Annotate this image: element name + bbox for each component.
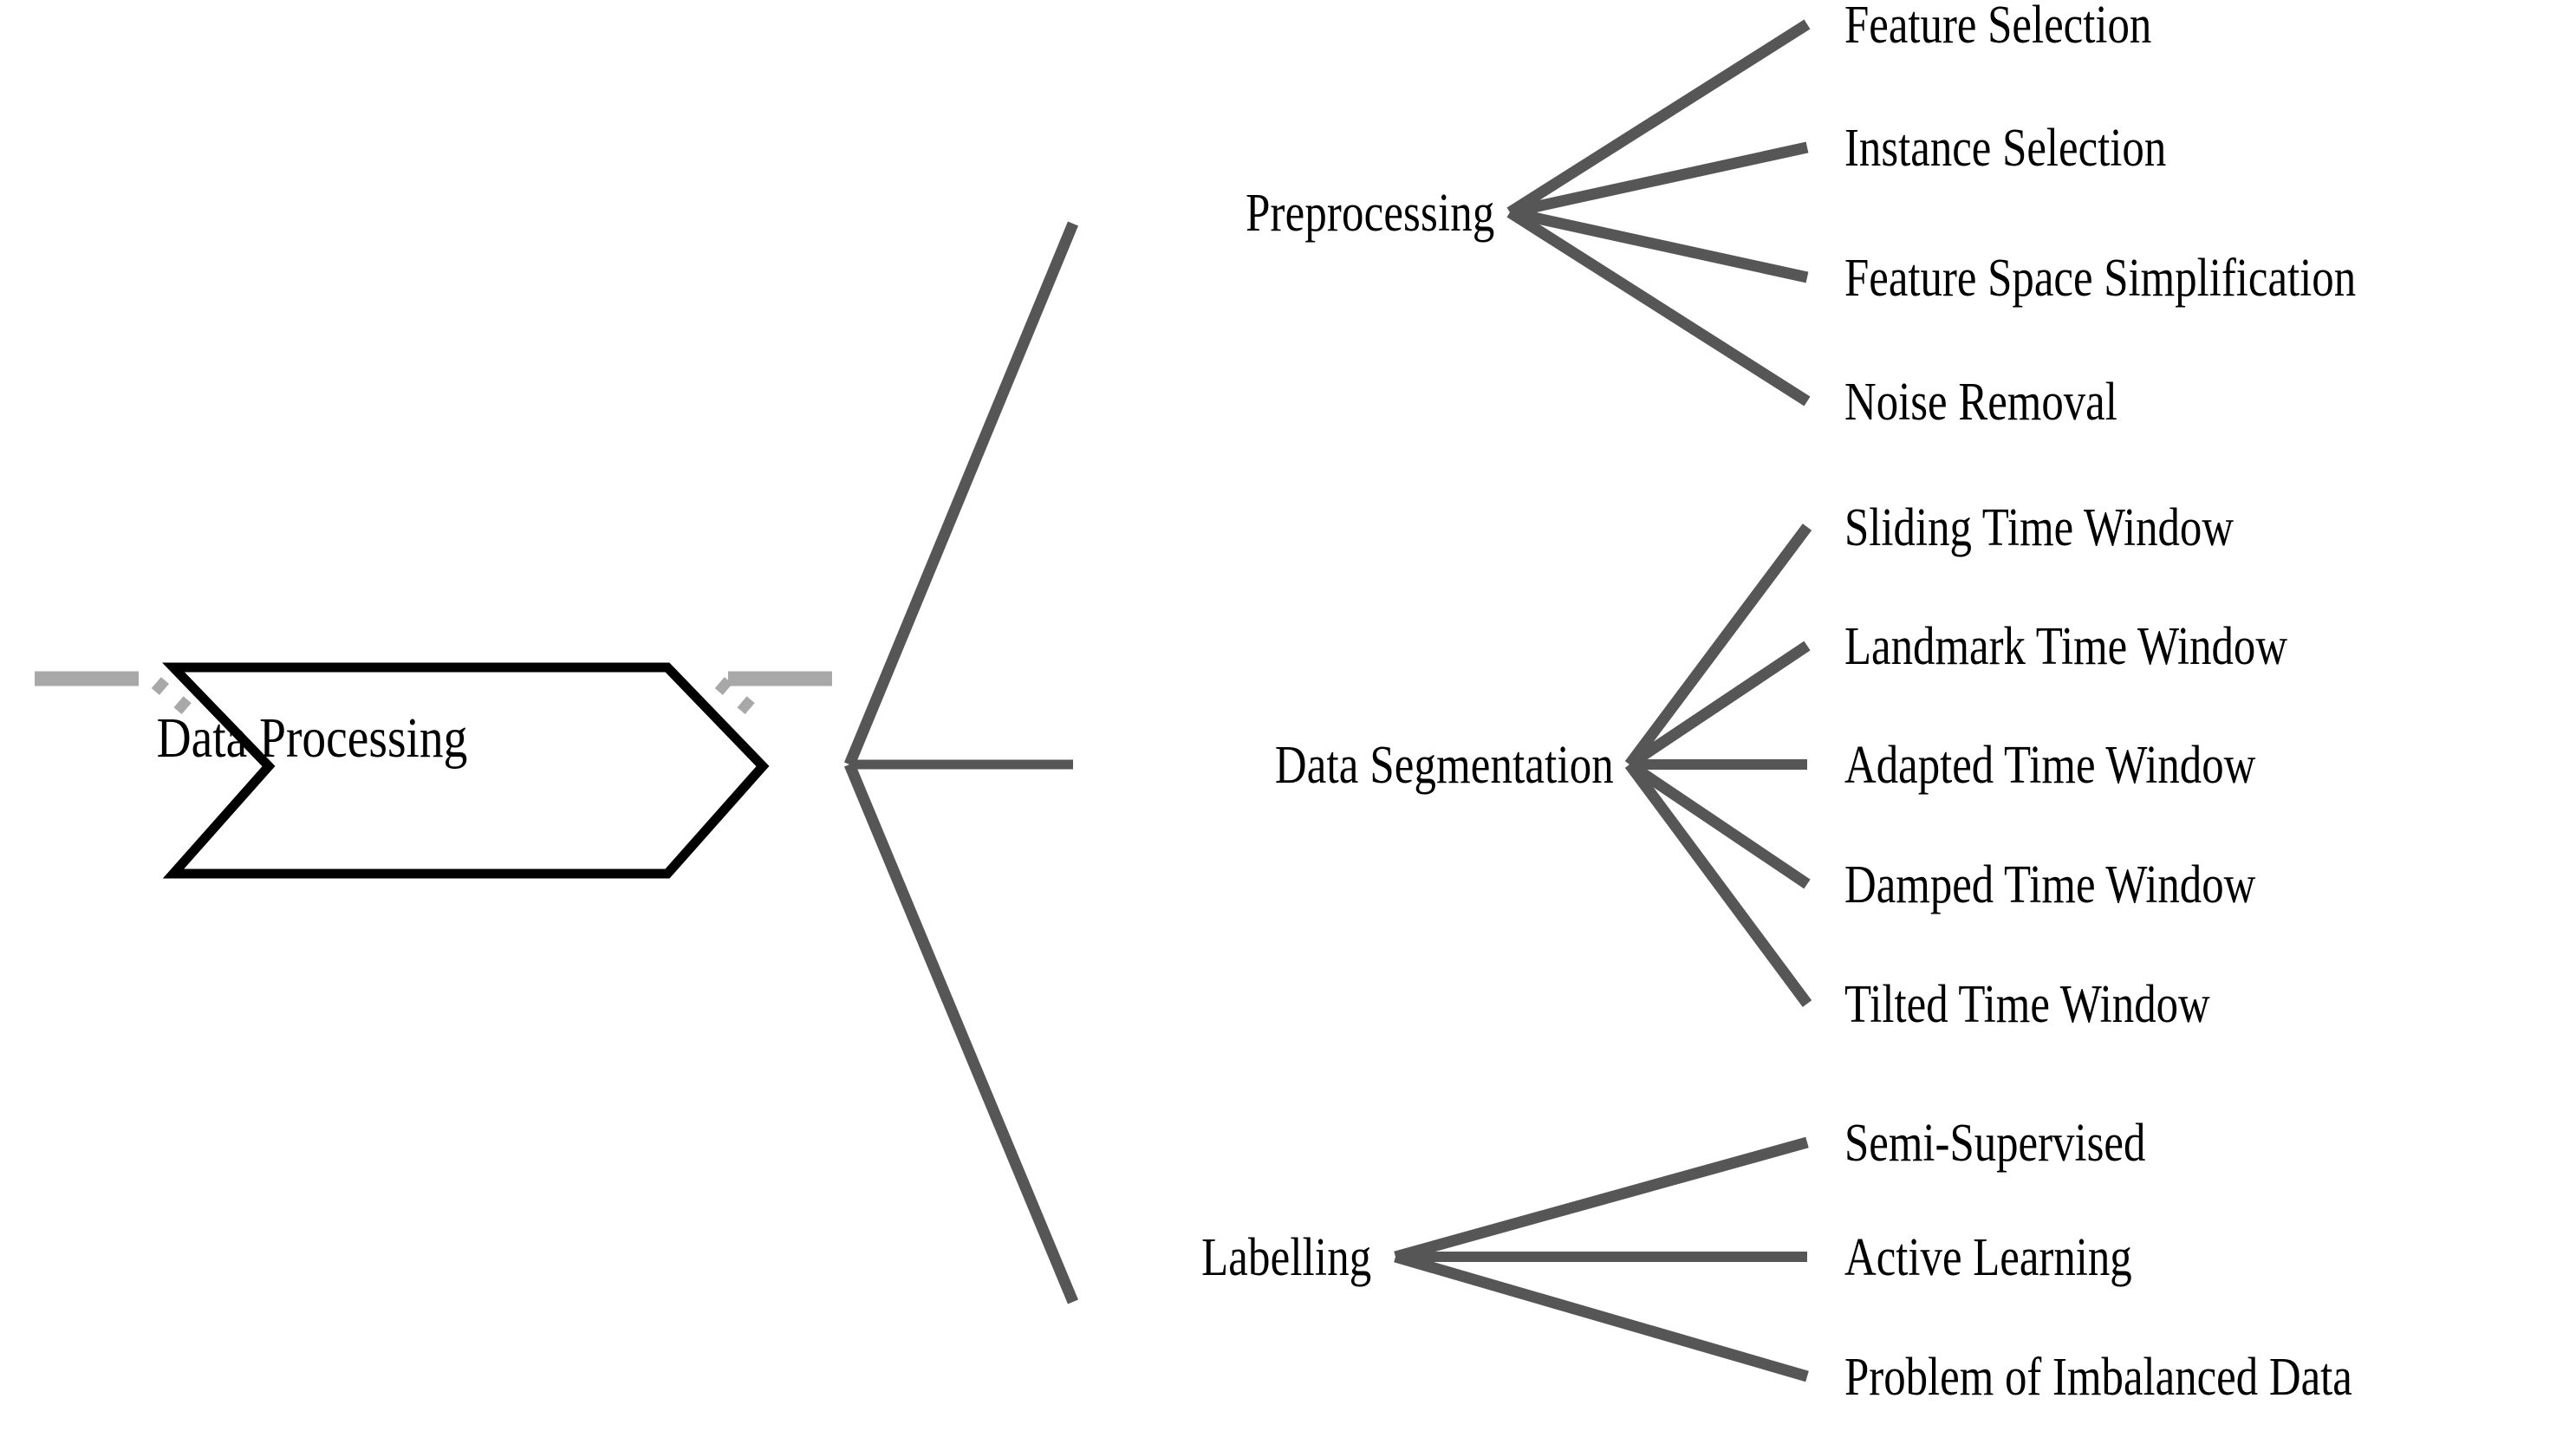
leaf-label-sliding-time-window[interactable]: Sliding Time Window (1844, 498, 2234, 557)
leaf-label-feature-space-simplification[interactable]: Feature Space Simplification (1844, 249, 2357, 308)
leaf-label-adapted-time-window[interactable]: Adapted Time Window (1844, 736, 2256, 795)
branch-label-data-segmentation[interactable]: Data Segmentation (1274, 736, 1614, 795)
leaf-label-tilted-time-window[interactable]: Tilted Time Window (1844, 975, 2210, 1034)
edge-segmentation-damped-time-window (1626, 759, 1811, 889)
leaf-label-damped-time-window[interactable]: Damped Time Window (1844, 855, 2256, 914)
leaf-label-landmark-time-window[interactable]: Landmark Time Window (1844, 617, 2288, 676)
edge-preprocessing-instance-selection (1508, 141, 1809, 218)
edge-segmentation-sliding-time-window (1624, 524, 1812, 768)
edge-to-preprocessing (843, 221, 1079, 767)
edge-to-labelling (843, 762, 1079, 1304)
leaf-label-instance-selection[interactable]: Instance Selection (1844, 119, 2167, 178)
leaf-label-semi-supervised[interactable]: Semi-Supervised (1844, 1114, 2146, 1173)
preprocessing-fan-edges (1506, 19, 1811, 407)
leaf-label-noise-removal[interactable]: Noise Removal (1844, 373, 2117, 432)
previous-stage-chevron-icon (35, 671, 263, 875)
edge-preprocessing-feature-space-simplification (1508, 206, 1809, 283)
leaf-label-feature-selection[interactable]: Feature Selection (1844, 0, 2152, 55)
edge-segmentation-tilted-time-window (1624, 761, 1812, 1007)
labelling-fan-edges (1394, 1136, 1809, 1382)
edge-labelling-semi-supervised (1394, 1136, 1809, 1263)
edge-preprocessing-noise-removal (1506, 207, 1811, 407)
stage-label-data-processing: Data Processing (156, 706, 468, 770)
edge-segmentation-landmark-time-window (1626, 641, 1811, 770)
branch-label-preprocessing[interactable]: Preprocessing (1245, 184, 1494, 243)
data-processing-chevron (162, 662, 770, 879)
leaf-label-active-learning[interactable]: Active Learning (1844, 1228, 2132, 1287)
edge-preprocessing-feature-selection (1506, 19, 1811, 218)
trunk-edges (843, 221, 1079, 1304)
leaf-label-problem-of-imbalanced-data[interactable]: Problem of Imbalanced Data (1844, 1348, 2352, 1407)
next-stage-chevron-icon (695, 671, 832, 875)
data-segmentation-fan-edges (1624, 524, 1812, 1007)
branch-label-labelling[interactable]: Labelling (1200, 1228, 1371, 1287)
edge-labelling-problem-of-imbalanced-data (1394, 1251, 1809, 1382)
